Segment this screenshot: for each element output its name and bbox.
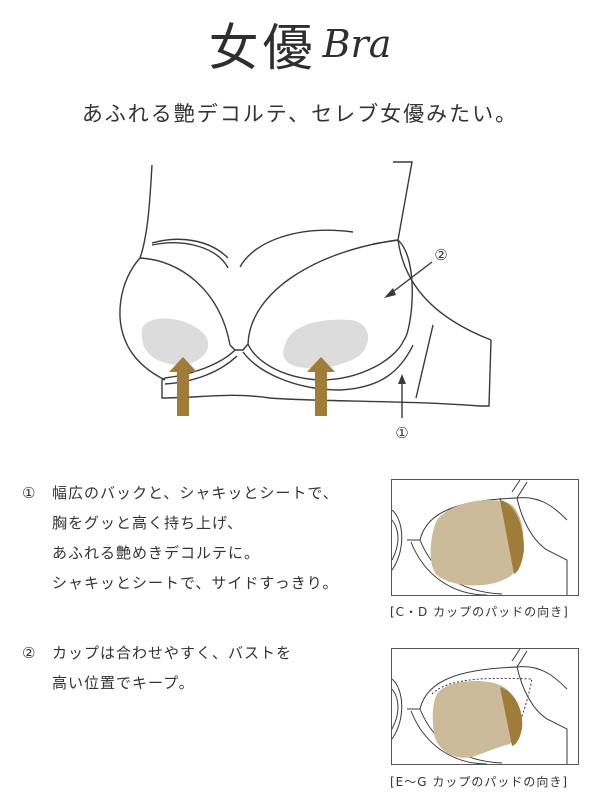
- callout-1: ①: [395, 424, 408, 442]
- title-japanese: 女優: [208, 19, 317, 77]
- feature-1-line-2: 胸をグッと高く持ち上げ、: [52, 514, 243, 532]
- feature-2-line-2: 高い位置でキープ。: [52, 674, 195, 692]
- callout-2: ②: [434, 246, 447, 264]
- feature-1-description: ① 幅広のバックと、シャキッとシートで、 胸をグッと高く持ち上げ、 あふれる艶めき…: [22, 478, 339, 598]
- pad-caption-cd: [C・D カップのパッドの向き]: [390, 605, 569, 619]
- title-english: Bra: [322, 22, 392, 66]
- subtitle: あふれる艶デコルテ、セレブ女優みたい。: [81, 102, 519, 126]
- pad-diagram-eg: [391, 648, 579, 765]
- feature-2-number: ②: [22, 644, 37, 662]
- feature-1-line-4: シャキッとシートで、サイドすっきり。: [52, 574, 339, 592]
- pad-diagram-cd: [391, 479, 579, 596]
- feature-1-number: ①: [22, 484, 37, 502]
- pad-caption-eg: [E〜G カップのパッドの向き]: [390, 775, 569, 789]
- bra-illustration: ② ①: [119, 161, 492, 442]
- feature-2-description: ② カップは合わせやすく、バストを 高い位置でキープ。: [22, 638, 292, 698]
- feature-1-line-1: 幅広のバックと、シャキッとシートで、: [52, 484, 339, 502]
- feature-2-line-1: カップは合わせやすく、バストを: [52, 644, 293, 662]
- feature-1-line-3: あふれる艶めきデコルテに。: [52, 544, 261, 562]
